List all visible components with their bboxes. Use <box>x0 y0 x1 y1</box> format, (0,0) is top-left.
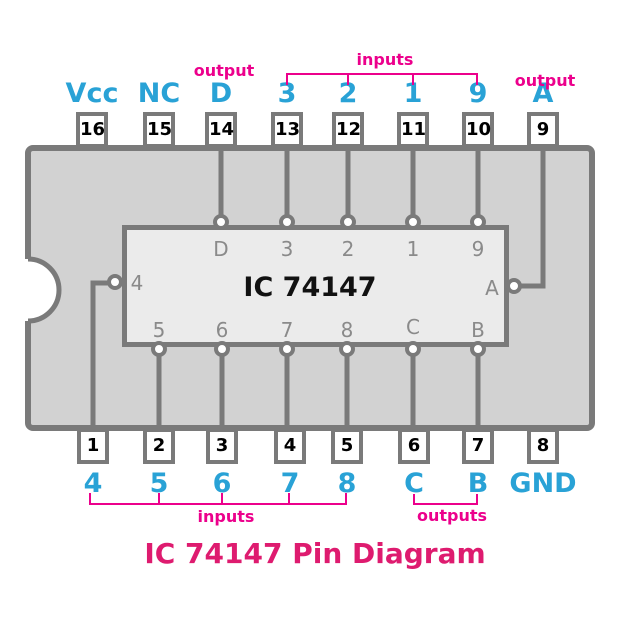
inner-label-a: A <box>485 276 499 300</box>
pin-label-2: 2 <box>338 78 358 109</box>
inner-label-8: 8 <box>340 318 354 342</box>
inner-label-c: C <box>406 315 420 339</box>
inner-label-5: 5 <box>152 318 166 342</box>
bracket-inputs-top <box>286 73 478 85</box>
annotation-outputs: outputs <box>416 506 488 525</box>
bracket-tick <box>412 73 414 85</box>
bracket-tick <box>347 73 349 85</box>
notch-mask <box>22 259 31 321</box>
pin-label-a: A <box>532 78 554 109</box>
page-title: IC 74147 Pin Diagram <box>144 537 486 570</box>
pin-3: 3 <box>206 428 238 464</box>
pin-15: 15 <box>143 112 175 148</box>
inner-label-4: 4 <box>130 271 144 295</box>
inner-label-2: 2 <box>341 237 355 261</box>
pin-12: 12 <box>332 112 364 148</box>
annotation-output-d: output <box>193 61 255 80</box>
pin-16: 16 <box>76 112 108 148</box>
pin-5: 5 <box>331 428 363 464</box>
pin-label-7: 7 <box>280 468 300 499</box>
chip-inner-block <box>122 225 509 347</box>
pin-label-4: 4 <box>83 468 103 499</box>
pin-label-8: 8 <box>337 468 357 499</box>
pin-9: 9 <box>527 112 559 148</box>
pin-11: 11 <box>397 112 429 148</box>
inner-label-6: 6 <box>215 318 229 342</box>
notch <box>27 256 62 324</box>
pin-label-gnd: GND <box>509 468 577 499</box>
pin-label-d: D <box>209 78 233 109</box>
pin-7: 7 <box>462 428 494 464</box>
pin-14: 14 <box>205 112 237 148</box>
pin-4: 4 <box>274 428 306 464</box>
annotation-inputs-bottom: inputs <box>197 507 255 526</box>
pin-13: 13 <box>271 112 303 148</box>
annotation-output-a: output <box>514 71 576 90</box>
annotation-inputs-top: inputs <box>356 50 414 69</box>
bracket-inputs-bottom <box>89 493 347 505</box>
pin-10: 10 <box>462 112 494 148</box>
pin-label-5: 5 <box>149 468 169 499</box>
bracket-tick <box>288 493 290 505</box>
wire-pin1-to-4 <box>90 280 110 430</box>
bracket-outputs <box>413 494 478 505</box>
pin-6: 6 <box>398 428 430 464</box>
pin-label-9: 9 <box>468 78 488 109</box>
pin-1: 1 <box>77 428 109 464</box>
pin-label-6: 6 <box>212 468 232 499</box>
pin-label-c: C <box>404 468 424 499</box>
wire-pin9-to-a <box>518 148 546 289</box>
pin-label-vcc: Vcc <box>65 78 119 109</box>
pin-label-1: 1 <box>403 78 423 109</box>
pin-2: 2 <box>143 428 175 464</box>
pin-label-3: 3 <box>277 78 297 109</box>
wires <box>90 148 546 430</box>
chip-name: IC 74147 <box>243 272 377 303</box>
inner-label-d: D <box>213 237 229 261</box>
inner-label-3: 3 <box>280 237 294 261</box>
bracket-tick <box>221 493 223 505</box>
pin-label-nc: NC <box>137 78 181 109</box>
pin-label-b: B <box>467 468 489 499</box>
inner-label-9: 9 <box>471 237 485 261</box>
bracket-tick <box>158 493 160 505</box>
inner-label-b: B <box>471 318 485 342</box>
inner-label-7: 7 <box>280 318 294 342</box>
terminal-circles <box>107 214 522 357</box>
pin-8: 8 <box>527 428 559 464</box>
inner-label-1: 1 <box>406 237 420 261</box>
